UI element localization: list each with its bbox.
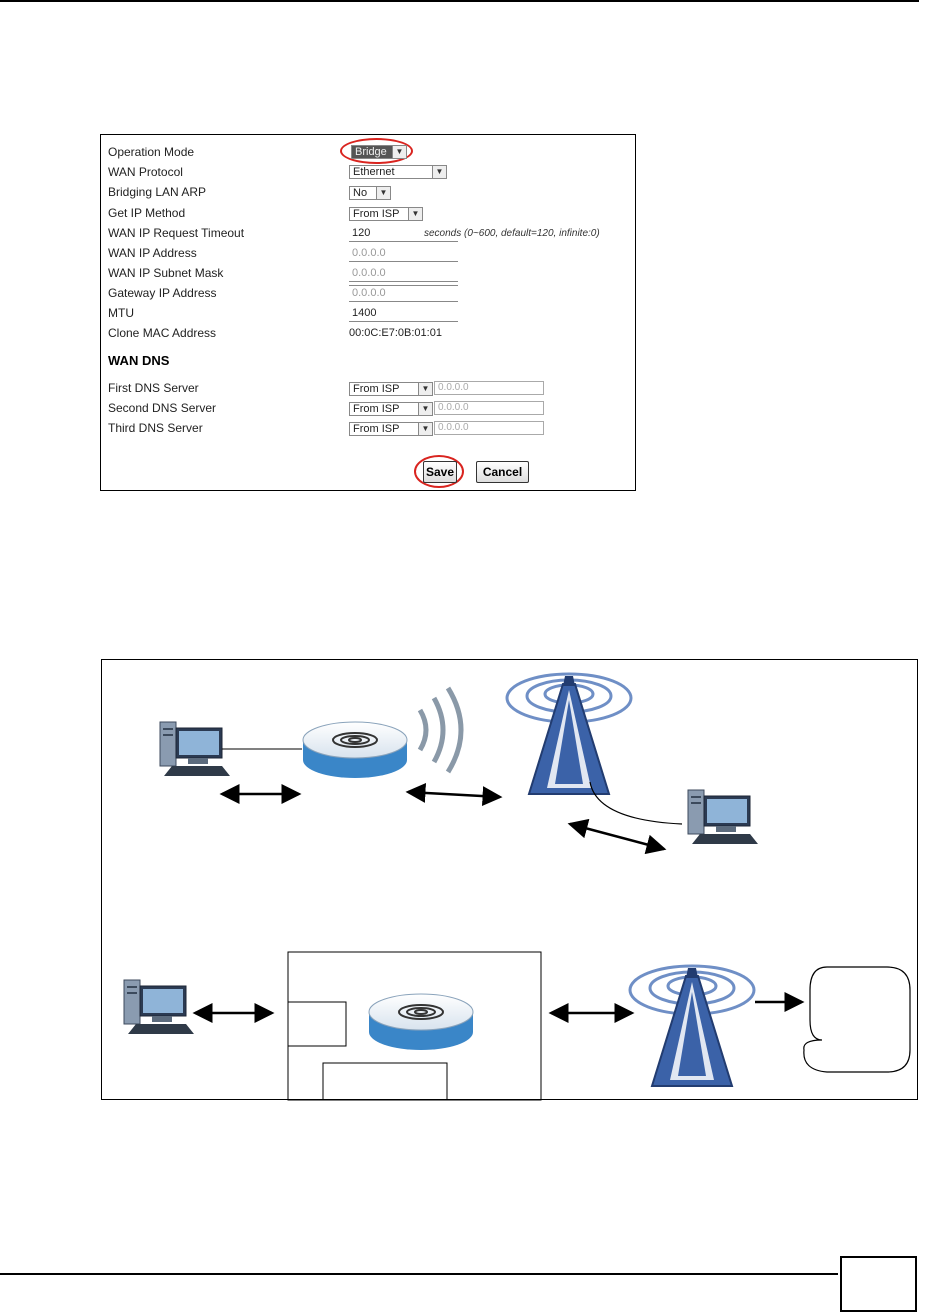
chevron-down-icon: ▼ [418, 403, 432, 415]
chevron-down-icon: ▼ [418, 383, 432, 395]
wan-ip-address-input[interactable]: 0.0.0.0 [352, 247, 386, 259]
cancel-button[interactable]: Cancel [476, 461, 529, 483]
computer-icon [687, 789, 759, 845]
input-underline [349, 241, 458, 242]
label-gateway-ip-address: Gateway IP Address [108, 286, 217, 300]
third-dns-method-value: From ISP [353, 423, 400, 435]
get-ip-method-value: From ISP [353, 208, 400, 220]
label-first-dns: First DNS Server [108, 381, 199, 395]
wan-settings-screenshot: Operation Mode WAN Protocol Bridging LAN… [100, 134, 636, 491]
bottom-rule [0, 1273, 838, 1275]
wan-ip-subnet-input[interactable]: 0.0.0.0 [352, 267, 386, 279]
cell-tower-icon [505, 672, 633, 796]
computer-icon [159, 721, 231, 777]
label-clone-mac: Clone MAC Address [108, 326, 217, 340]
wan-protocol-select[interactable]: Ethernet ▼ [349, 165, 447, 179]
network-diagram [101, 659, 918, 1101]
first-dns-method-value: From ISP [353, 383, 400, 395]
wan-ip-timeout-input[interactable]: 120 [352, 227, 371, 239]
chevron-down-icon: ▼ [392, 146, 406, 158]
label-wan-ip-subnet-mask: WAN IP Subnet Mask [108, 266, 224, 280]
highlight-oval-save [414, 455, 464, 488]
clone-mac-value: 00:0C:E7:0B:01:01 [349, 327, 442, 339]
access-point-icon [302, 721, 408, 779]
get-ip-method-select[interactable]: From ISP ▼ [349, 207, 423, 221]
label-operation-mode: Operation Mode [108, 145, 195, 159]
input-underline [349, 301, 458, 302]
inner-box [322, 1062, 448, 1101]
arrow-icon [405, 782, 503, 807]
second-dns-method-value: From ISP [353, 403, 400, 415]
input-underline [349, 261, 458, 262]
label-third-dns: Third DNS Server [108, 421, 203, 435]
gateway-ip-input[interactable]: 0.0.0.0 [352, 287, 386, 299]
label-second-dns: Second DNS Server [108, 401, 217, 415]
input-underline [349, 281, 458, 282]
inner-box [287, 1001, 347, 1047]
arrow-icon [567, 818, 667, 855]
page-number-box [840, 1256, 917, 1312]
label-wan-ip-address: WAN IP Address [108, 246, 197, 260]
label-get-ip-method: Get IP Method [108, 206, 186, 220]
wan-protocol-value: Ethernet [353, 166, 395, 178]
label-bridging-lan-arp: Bridging LAN ARP [108, 185, 207, 199]
input-underline [349, 321, 458, 322]
second-dns-ip-input[interactable]: 0.0.0.0 [434, 401, 544, 415]
bridging-lan-arp-value: No [353, 187, 368, 199]
highlight-oval-operation-mode [340, 138, 413, 164]
operation-mode-value: Bridge [355, 146, 387, 158]
third-dns-ip-input[interactable]: 0.0.0.0 [434, 421, 544, 435]
chevron-down-icon: ▼ [376, 187, 390, 199]
chevron-down-icon: ▼ [418, 423, 432, 435]
wireless-waves-icon [417, 686, 464, 774]
save-button[interactable]: Save [423, 461, 457, 483]
input-underline [349, 285, 458, 286]
first-dns-method-select[interactable]: From ISP ▼ [349, 382, 433, 396]
chevron-down-icon: ▼ [432, 166, 446, 178]
wan-dns-title: WAN DNS [108, 353, 170, 368]
computer-icon [123, 979, 195, 1035]
label-wan-ip-timeout: WAN IP Request Timeout [108, 226, 245, 240]
label-mtu: MTU [108, 306, 134, 320]
third-dns-method-select[interactable]: From ISP ▼ [349, 422, 433, 436]
timeout-hint: seconds (0~600, default=120, infinite:0) [424, 228, 600, 239]
first-dns-ip-input[interactable]: 0.0.0.0 [434, 381, 544, 395]
bridging-lan-arp-select[interactable]: No ▼ [349, 186, 391, 200]
access-point-icon [368, 993, 474, 1051]
second-dns-method-select[interactable]: From ISP ▼ [349, 402, 433, 416]
cloud-icon [803, 966, 911, 1073]
label-wan-protocol: WAN Protocol [108, 165, 183, 179]
top-rule [0, 0, 919, 2]
mtu-input[interactable]: 1400 [352, 307, 377, 319]
cell-tower-icon [628, 964, 756, 1088]
chevron-down-icon: ▼ [408, 208, 422, 220]
operation-mode-select[interactable]: Bridge ▼ [351, 145, 407, 159]
